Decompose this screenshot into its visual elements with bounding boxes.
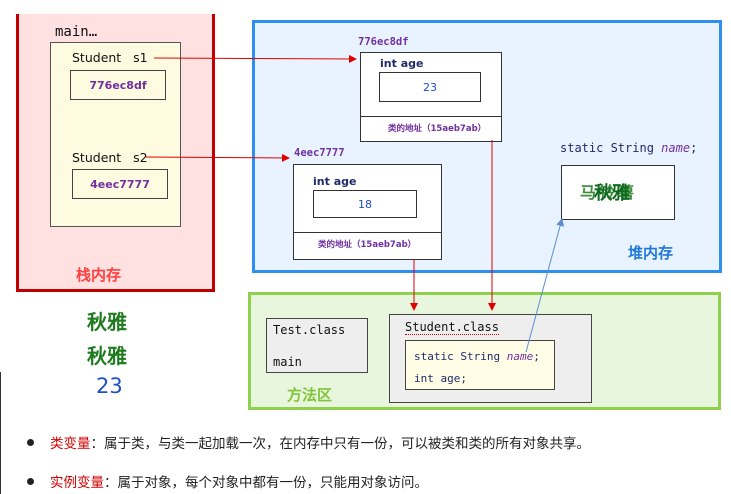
output-line-2: 秋雅 <box>87 344 127 368</box>
object1-age-box: 23 <box>379 72 481 102</box>
member-int-age: int age; <box>414 372 467 385</box>
s2-label: Student s2 <box>72 150 148 165</box>
member-static-suffix: ; <box>533 350 540 363</box>
static-value-current: 秋雅 <box>594 183 630 204</box>
object2-age-box: 18 <box>313 190 417 218</box>
object1-field-label: int age <box>380 57 424 70</box>
object1-class-address: 类的地址（15aeb7ab） <box>388 124 487 134</box>
bullet-term-class-variable: 类变量 <box>50 436 91 452</box>
bullet-text-instance-variable: ：属于对象，每个对象中都有一份，只能用对象访问。 <box>104 475 428 491</box>
static-decl-prefix: static String <box>560 141 662 155</box>
static-name-declaration: static String name; <box>560 141 697 155</box>
test-class-label: Test.class <box>273 323 346 337</box>
bullet-text-class-variable: ：属于类，与类一起加载一次，在内存中只有一份，可以被类和类的所有对象共享。 <box>90 436 591 452</box>
static-value-overwritten: 马铃薯 <box>580 183 638 202</box>
s1-value-box: 776ec8df <box>70 70 166 100</box>
bullet-dot-icon <box>27 438 34 446</box>
object2-divider <box>293 232 442 233</box>
object1-age-value: 23 <box>423 80 437 94</box>
bullet-term-instance-variable: 实例变量 <box>50 475 104 491</box>
object2-address: 4eec7777 <box>294 147 345 159</box>
test-class-box <box>266 318 368 373</box>
s2-value-box: 4eec7777 <box>72 169 168 199</box>
bullet-instance-variable: 实例变量 ：属于对象，每个对象中都有一份，只能用对象访问。 <box>27 471 428 491</box>
output-line-3: 23 <box>96 374 123 398</box>
test-main-label: main <box>273 355 302 369</box>
object1-address: 776ec8df <box>358 36 409 48</box>
main-frame-label: main… <box>55 24 98 40</box>
static-name-box <box>561 165 675 220</box>
s1-value: 776ec8df <box>89 78 147 92</box>
student-class-label: Student.class <box>405 320 499 335</box>
object2-class-address: 类的地址（15aeb7ab） <box>318 240 417 250</box>
bullet-class-variable: 类变量 ：属于类，与类一起加载一次，在内存中只有一份，可以被类和类的所有对象共享… <box>27 432 590 452</box>
output-line-1: 秋雅 <box>87 310 127 334</box>
method-area-title: 方法区 <box>287 386 333 404</box>
object1-divider <box>360 116 502 117</box>
s2-value: 4eec7777 <box>90 177 150 191</box>
static-decl-name: name <box>661 141 691 155</box>
member-static-prefix: static String <box>414 350 507 363</box>
s1-label: Student s1 <box>72 50 148 65</box>
member-static-name-var: name <box>506 350 534 363</box>
heap-memory-title: 堆内存 <box>628 244 674 262</box>
student-members-box <box>405 340 555 390</box>
left-edge-line <box>0 372 1 494</box>
object2-field-label: int age <box>313 175 357 188</box>
stack-memory-title: 栈内存 <box>76 266 122 284</box>
static-decl-suffix: ; <box>690 141 698 155</box>
s2-to-object2-arrow <box>145 153 290 162</box>
bullet-dot-icon <box>27 477 34 485</box>
member-static-name: static String name; <box>414 350 540 363</box>
class-to-static-arrow <box>525 218 565 353</box>
s1-to-object1-arrow <box>153 54 357 63</box>
object2-age-value: 18 <box>358 197 372 211</box>
